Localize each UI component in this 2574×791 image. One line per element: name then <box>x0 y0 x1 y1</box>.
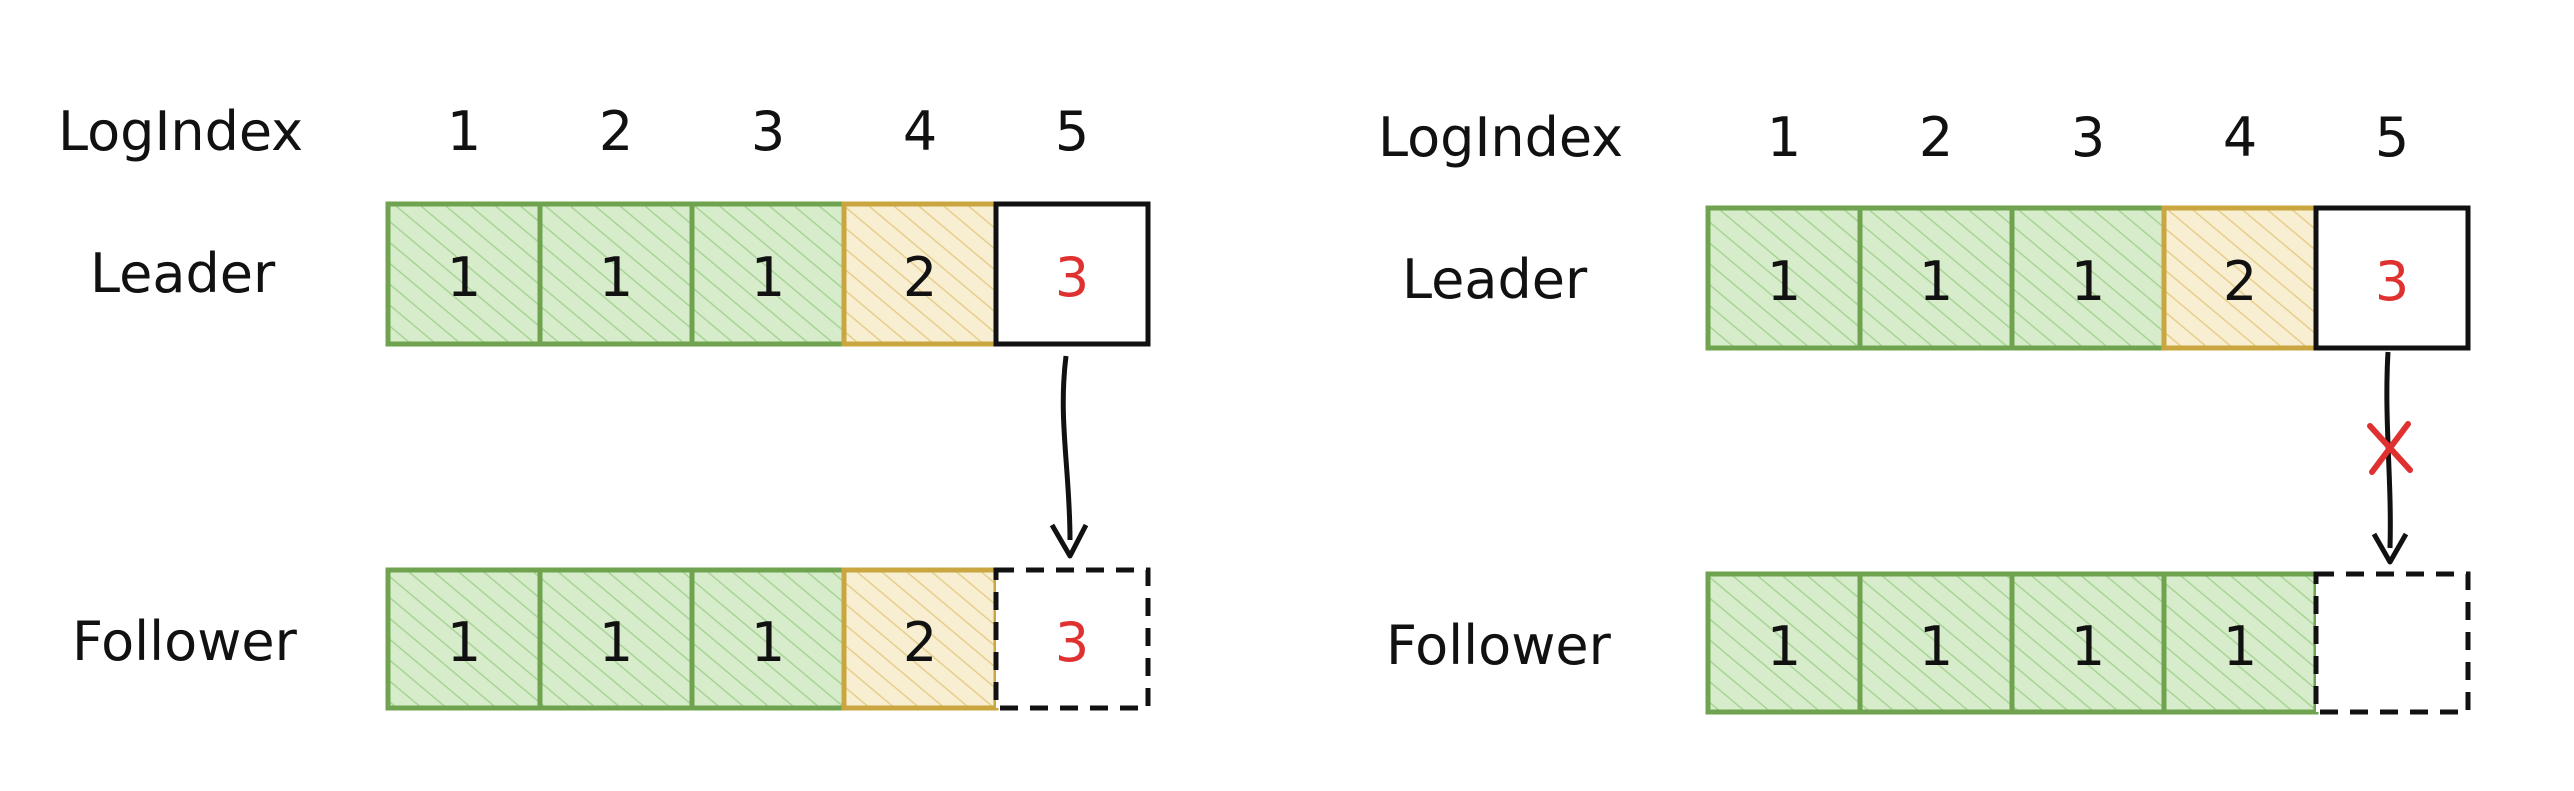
log-entry: 1 <box>1857 571 2015 715</box>
log-entry: 1 <box>537 201 695 347</box>
reject-mark-icon <box>2367 421 2413 475</box>
index-4: 4 <box>903 100 937 163</box>
log-index-label: LogIndex <box>58 100 303 163</box>
log-entry-empty <box>2313 571 2471 715</box>
entry-term: 1 <box>2071 250 2105 313</box>
follower-label: Follower <box>72 610 298 673</box>
log-index-label: LogIndex <box>1378 106 1623 169</box>
log-entry: 1 <box>2009 571 2167 715</box>
index-header-row: 1 2 3 4 5 <box>447 100 1089 163</box>
entry-term: 1 <box>2071 615 2105 678</box>
entry-term: 1 <box>2223 615 2257 678</box>
index-3: 3 <box>751 100 785 163</box>
index-3: 3 <box>2071 106 2105 169</box>
entry-term: 1 <box>751 246 785 309</box>
index-2: 2 <box>1919 106 1953 169</box>
index-1: 1 <box>1767 106 1801 169</box>
entry-term: 3 <box>1055 246 1089 309</box>
index-5: 5 <box>1055 100 1089 163</box>
log-entry: 1 <box>2009 205 2167 351</box>
leader-log: 1 1 1 2 3 <box>1705 205 2471 351</box>
arrow-head <box>1049 523 1089 559</box>
entry-term: 1 <box>1767 250 1801 313</box>
log-entry: 1 <box>1705 571 1863 715</box>
log-entry: 1 <box>1857 205 2015 351</box>
entry-term: 1 <box>599 246 633 309</box>
arrow-head <box>2371 532 2409 565</box>
log-entry-pending: 3 <box>993 567 1151 711</box>
leader-log: 1 1 1 2 3 <box>385 201 1151 347</box>
log-entry-new: 3 <box>2313 205 2471 351</box>
follower-label: Follower <box>1386 614 1612 677</box>
panel-success: LogIndex 1 2 3 4 5 Leader 1 1 <box>58 100 1151 711</box>
entry-term: 1 <box>1767 615 1801 678</box>
log-entry: 2 <box>841 567 999 711</box>
leader-label: Leader <box>1402 248 1588 311</box>
index-1: 1 <box>447 100 481 163</box>
log-entry: 1 <box>1705 205 1863 351</box>
entry-term: 1 <box>751 611 785 674</box>
replicate-arrow <box>1060 355 1073 541</box>
entry-term: 2 <box>2223 250 2257 313</box>
entry-term: 1 <box>1919 250 1953 313</box>
index-2: 2 <box>599 100 633 163</box>
leader-label: Leader <box>90 242 276 305</box>
entry-term: 1 <box>1919 615 1953 678</box>
follower-log: 1 1 1 1 <box>1705 571 2471 715</box>
entry-term: 1 <box>447 611 481 674</box>
entry-term: 3 <box>2375 250 2409 313</box>
log-entry: 1 <box>385 201 543 347</box>
log-entry: 2 <box>841 201 999 347</box>
log-entry: 1 <box>537 567 695 711</box>
panel-rejected: LogIndex 1 2 3 4 5 Leader 1 1 <box>1378 106 2471 715</box>
log-entry: 1 <box>689 201 847 347</box>
entry-term: 2 <box>903 246 937 309</box>
index-4: 4 <box>2223 106 2257 169</box>
entry-term: 3 <box>1055 611 1089 674</box>
log-entry: 1 <box>2161 571 2319 715</box>
index-header-row: 1 2 3 4 5 <box>1767 106 2409 169</box>
log-entry: 1 <box>689 567 847 711</box>
entry-term: 2 <box>903 611 937 674</box>
index-5: 5 <box>2375 106 2409 169</box>
log-entry: 2 <box>2161 205 2319 351</box>
entry-term: 1 <box>599 611 633 674</box>
log-entry: 1 <box>385 567 543 711</box>
follower-log: 1 1 1 2 3 <box>385 567 1151 711</box>
entry-term: 1 <box>447 246 481 309</box>
log-entry-new: 3 <box>993 201 1151 347</box>
